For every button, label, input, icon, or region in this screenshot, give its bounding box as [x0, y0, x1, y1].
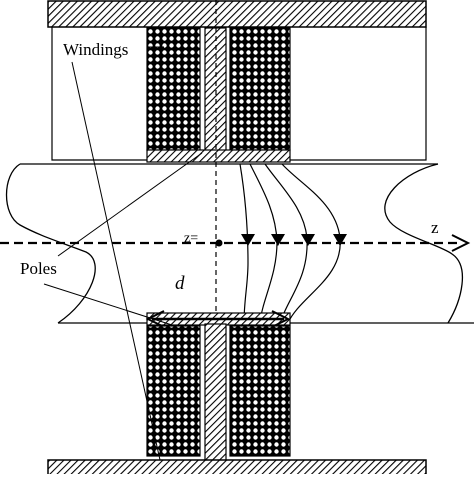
windings-label: Windings	[63, 40, 128, 59]
poles-leader-bottom	[43, 283, 173, 326]
field-arrow-1	[241, 234, 255, 246]
top-pole-piece	[146, 149, 291, 163]
gap-arrowhead-left	[145, 310, 165, 328]
medium-right-break	[384, 163, 464, 324]
top-winding-left	[146, 27, 201, 151]
bottom-winding-right	[229, 325, 291, 457]
top-yoke	[47, 0, 427, 28]
poles-leader-top	[57, 152, 203, 257]
bottom-yoke	[47, 459, 427, 479]
windings-leader-bottom	[71, 61, 161, 461]
z-axis-label: z	[431, 218, 439, 237]
bottom-core	[204, 323, 227, 463]
field-arrow-4	[333, 234, 347, 246]
field-arrow-3	[301, 234, 315, 246]
field-arrow-2	[271, 234, 285, 246]
poles-label: Poles	[20, 259, 57, 278]
z-axis-arrowhead	[451, 234, 471, 252]
gap-arrowhead-right	[271, 310, 291, 328]
gap-label: d	[175, 273, 185, 294]
top-winding-right	[229, 27, 291, 151]
bottom-winding-left	[146, 325, 201, 457]
medium-left-break	[5, 163, 96, 324]
origin-label: z=	[184, 231, 198, 246]
field-line-1	[239, 163, 249, 324]
origin-dot	[215, 239, 223, 247]
